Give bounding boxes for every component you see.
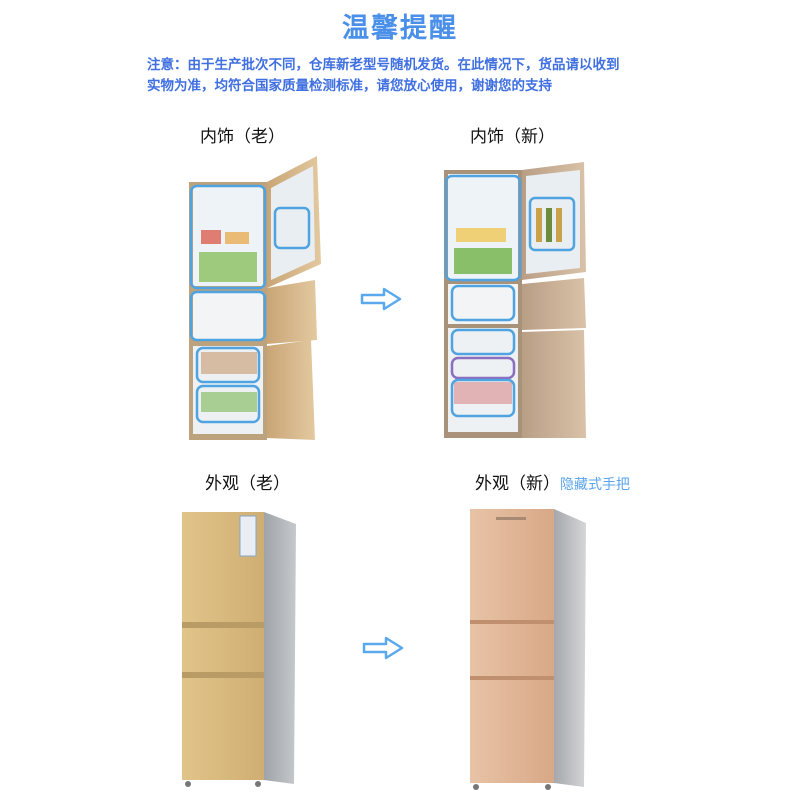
right-arrow-icon [360, 287, 402, 311]
hidden-handle-note: 隐藏式手把 [560, 477, 630, 493]
interior-new-label: 内饰（新） [470, 127, 555, 147]
notice-line-2: 实物为准，均符合国家质量检测标准，请您放心使用，谢谢您的支持 [147, 78, 552, 94]
exterior-old-fridge-image [182, 512, 296, 787]
exterior-new-label: 外观（新） [475, 474, 560, 494]
interior-new-fridge-image [444, 162, 586, 438]
right-arrow-icon [362, 636, 404, 660]
interior-old-fridge-image [189, 156, 321, 440]
page-title: 温馨提醒 [342, 13, 458, 44]
exterior-new-caption: 外观（新）隐藏式手把 [475, 469, 630, 494]
notice-line-1: 注意：由于生产批次不同，仓库新老型号随机发货。在此情况下，货品请以收到 [147, 57, 620, 73]
exterior-new-fridge-image [470, 509, 586, 790]
interior-old-label: 内饰（老） [200, 127, 285, 147]
notice-text: 注意：由于生产批次不同，仓库新老型号随机发货。在此情况下，货品请以收到 实物为准… [147, 55, 687, 97]
exterior-old-label: 外观（老） [205, 474, 290, 494]
